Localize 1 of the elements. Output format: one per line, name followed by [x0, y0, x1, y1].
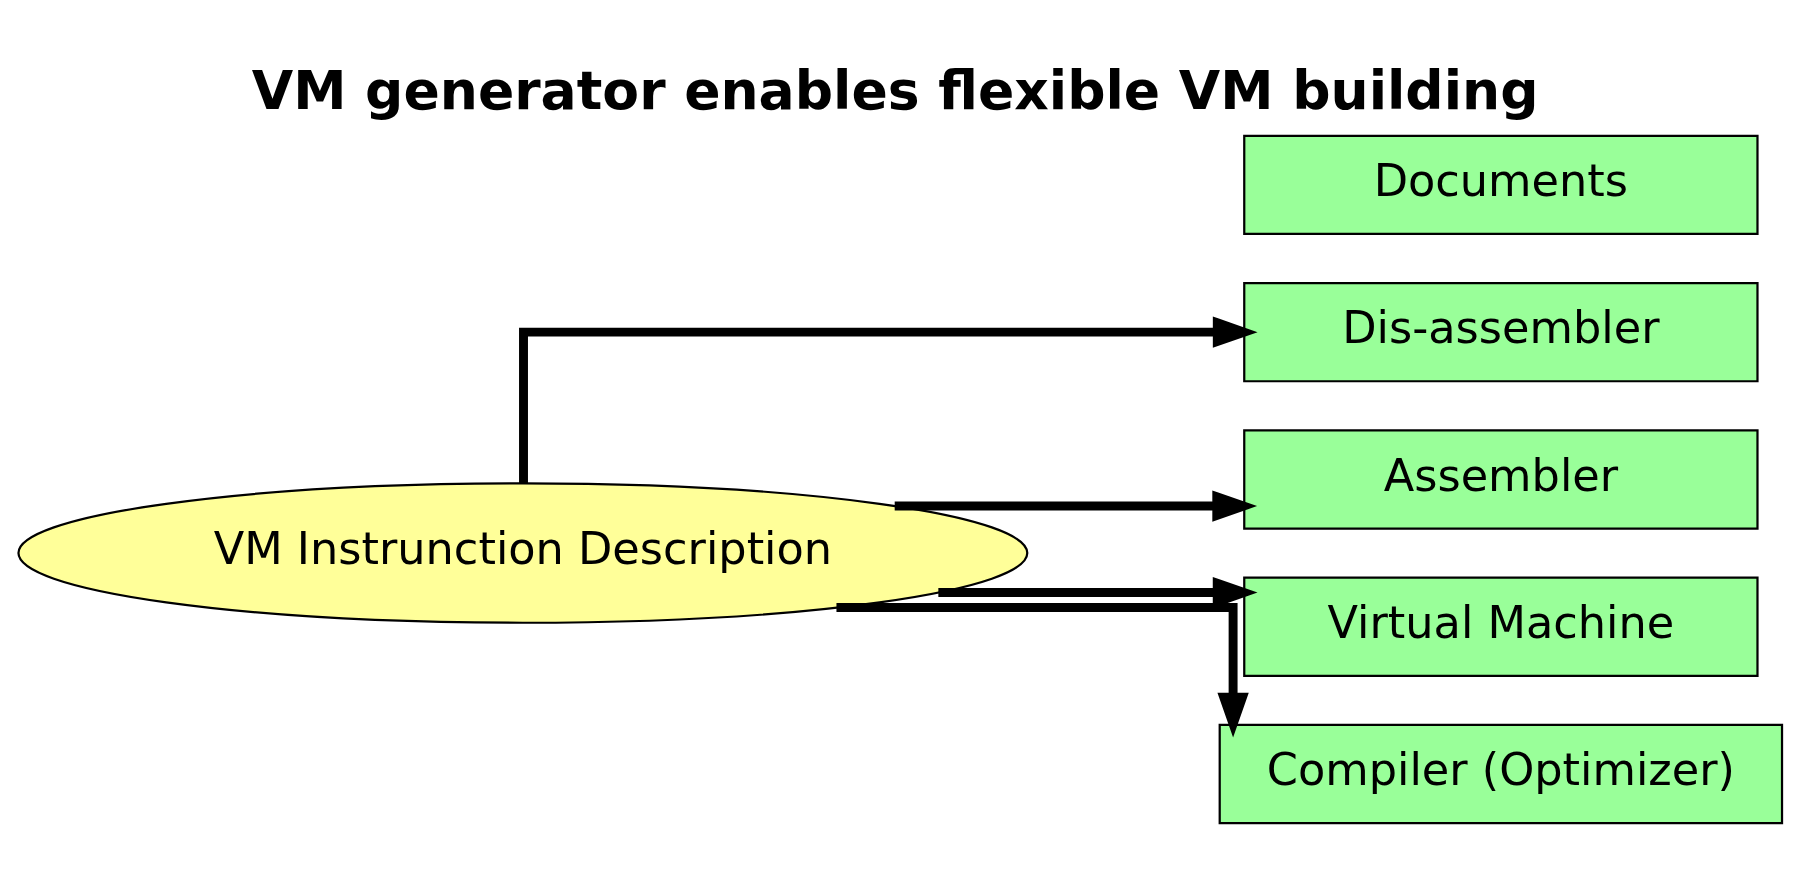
diagram-title: VM generator enables flexible VM building [251, 58, 1539, 122]
